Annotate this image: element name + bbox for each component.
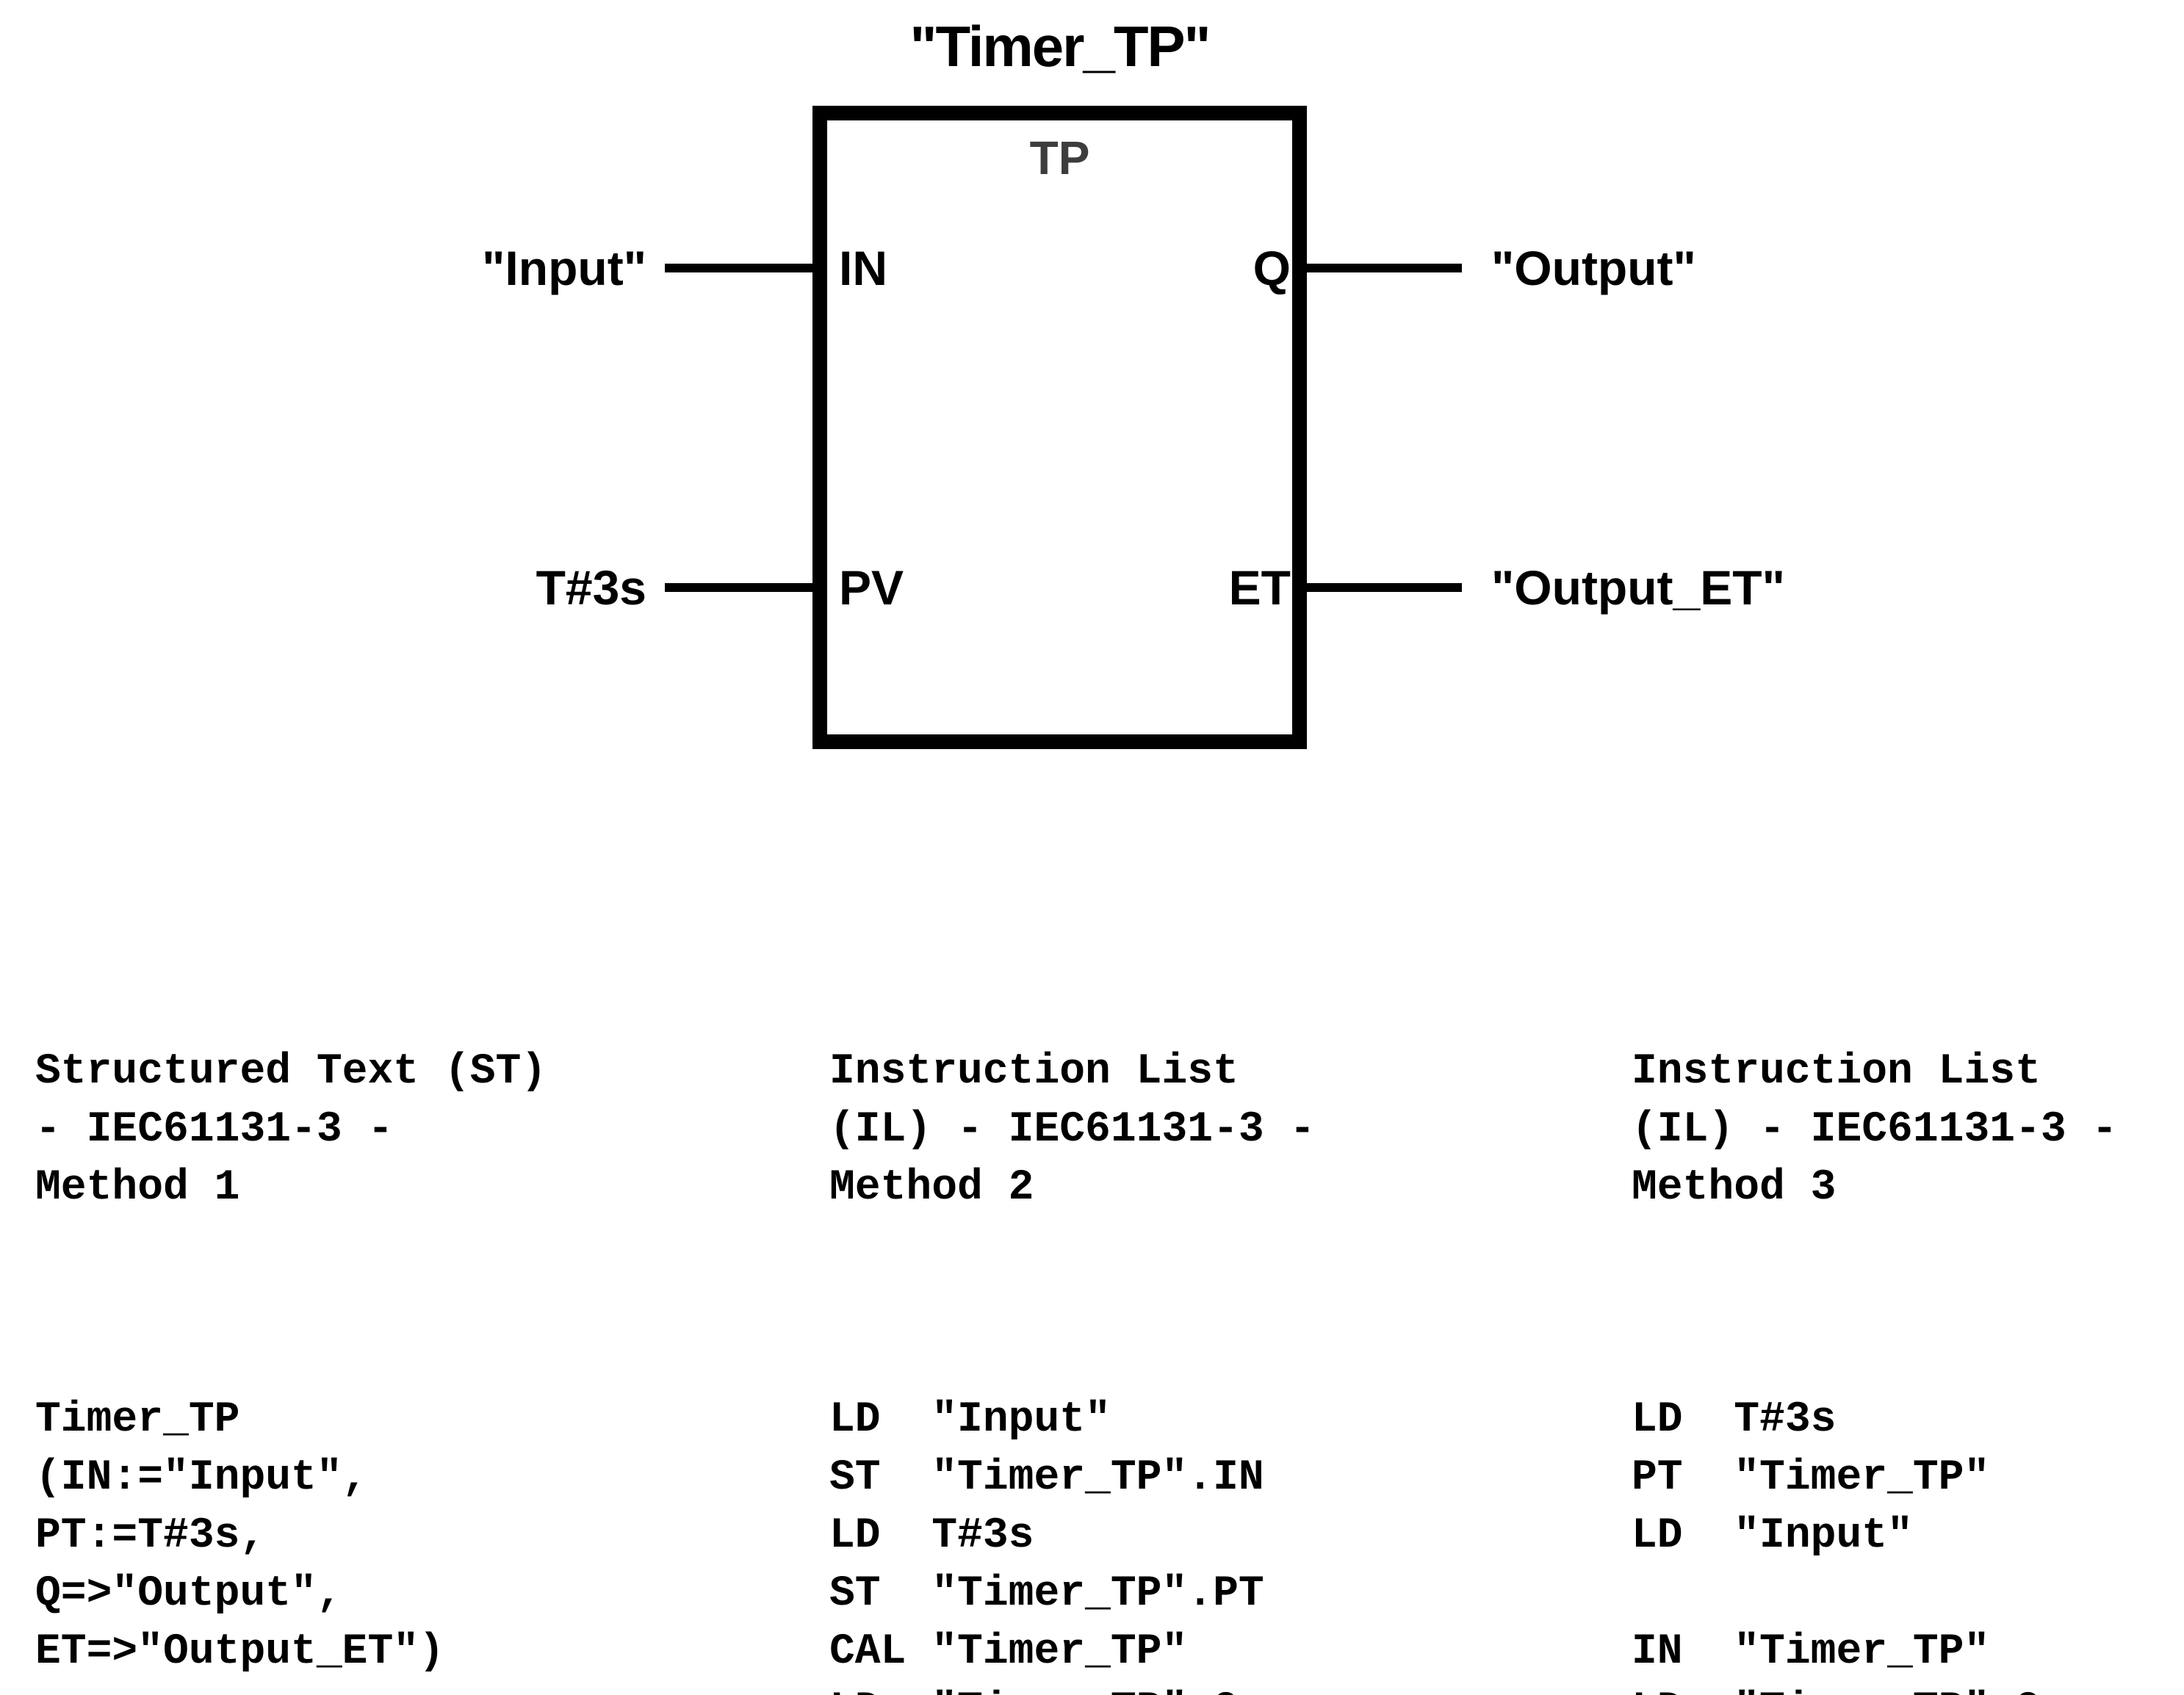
pv-wire: [665, 583, 812, 592]
code-column-header: Instruction List (IL) - IEC61131-3 - Met…: [1632, 1048, 2118, 1212]
code-column-listing: LD "Input" ST "Timer_TP".IN LD T#3s ST "…: [829, 1396, 1264, 1695]
fb-type-label: TP: [1029, 131, 1090, 184]
port-label-q: Q: [1253, 241, 1291, 295]
code-column-listing: Timer_TP (IN:="Input", PT:=T#3s, Q=>"Out…: [35, 1396, 444, 1676]
code-column-listing: LD T#3s PT "Timer_TP" LD "Input" IN "Tim…: [1632, 1396, 2041, 1695]
operand-preset-time: T#3s: [536, 560, 646, 615]
port-label-et: ET: [1228, 560, 1291, 615]
code-column-instruction-list-method2: Instruction List (IL) - IEC61131-3 - Met…: [829, 927, 1315, 1695]
code-column-header: Instruction List (IL) - IEC61131-3 - Met…: [829, 1048, 1316, 1212]
code-column-header: Structured Text (ST) - IEC61131-3 - Meth…: [35, 1048, 547, 1212]
et-wire: [1307, 583, 1462, 592]
code-column-structured-text: Structured Text (ST) - IEC61131-3 - Meth…: [35, 927, 547, 1695]
operand-output: "Output": [1491, 241, 1696, 295]
q-wire: [1307, 264, 1462, 272]
port-label-in: IN: [839, 241, 887, 295]
fb-box: [812, 106, 1307, 749]
in-wire: [665, 264, 812, 272]
code-column-instruction-list-method3: Instruction List (IL) - IEC61131-3 - Met…: [1632, 927, 2117, 1695]
operand-output-et: "Output_ET": [1491, 560, 1785, 615]
port-label-pv: PV: [839, 560, 904, 615]
fb-instance-title: "Timer_TP": [909, 14, 1211, 79]
operand-input: "Input": [482, 241, 646, 295]
